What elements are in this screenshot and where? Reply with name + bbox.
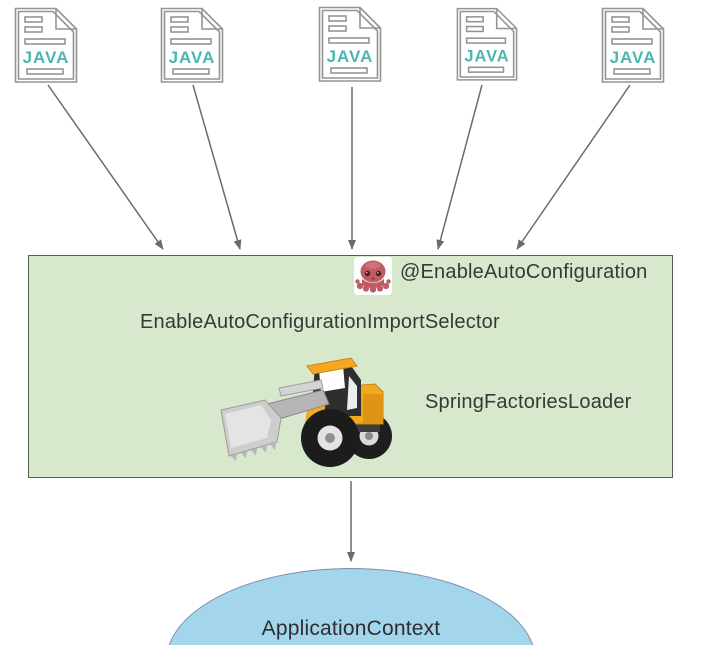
java-file-label: JAVA — [464, 47, 509, 65]
arrow-java2-to-box — [192, 84, 242, 250]
java-file-icon: JAVA — [601, 7, 665, 83]
arrow-java4-to-box — [436, 84, 483, 250]
java-file-icon: JAVA — [14, 7, 78, 83]
arrow-java1-to-box — [47, 84, 164, 250]
octopus-icon — [354, 257, 392, 295]
factories-loader-label: SpringFactoriesLoader — [425, 391, 632, 413]
arrow-java5-to-box — [516, 84, 631, 250]
java-file-label: JAVA — [327, 47, 374, 66]
annotation-label: @EnableAutoConfiguration — [400, 261, 648, 283]
wheel-loader-icon — [220, 357, 392, 467]
import-selector-label: EnableAutoConfigurationImportSelector — [140, 311, 500, 333]
java-file-icon: JAVA — [456, 7, 518, 81]
java-file-icon: JAVA — [160, 7, 224, 83]
application-context-label: ApplicationContext — [261, 617, 441, 640]
java-file-label: JAVA — [23, 48, 70, 67]
java-file-label: JAVA — [610, 48, 657, 67]
java-file-label: JAVA — [169, 48, 216, 67]
java-file-icon: JAVA — [318, 6, 382, 82]
